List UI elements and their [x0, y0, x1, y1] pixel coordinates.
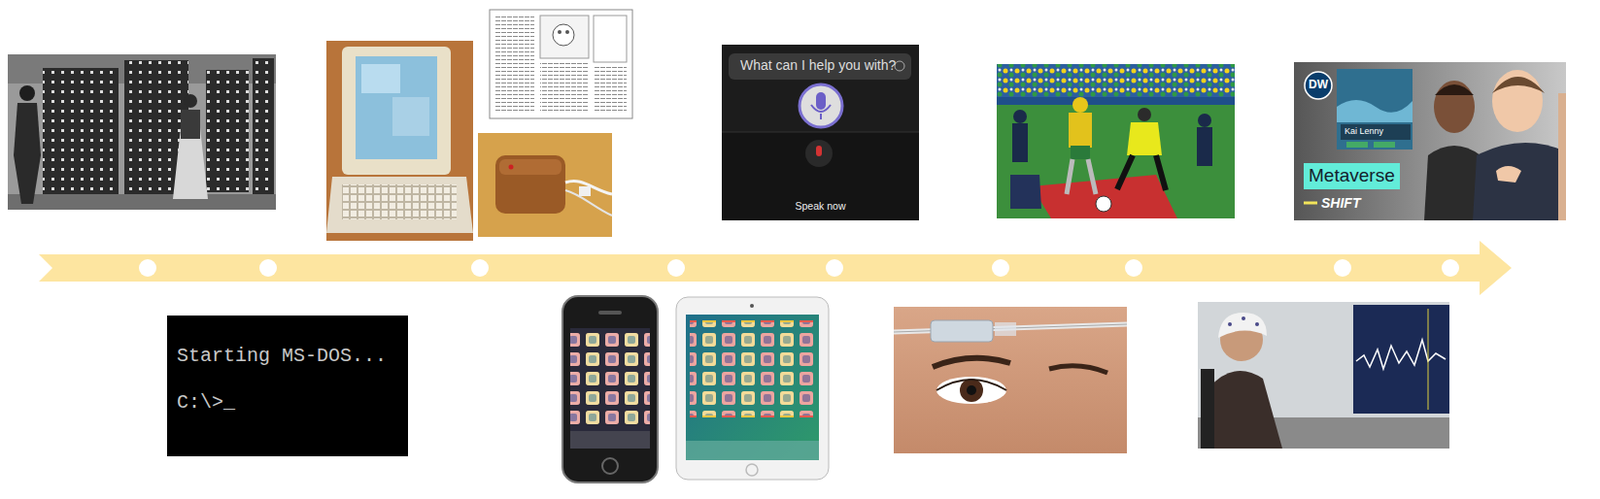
metaverse-video-frame: DW Kai LennyMetaverseSHIFT — [1293, 62, 1566, 221]
first-mouse-photo — [477, 133, 613, 238]
ms-dos-screen: Starting MS-DOS... C:\>_ — [167, 315, 409, 457]
exoskeleton-kickoff-photo — [996, 64, 1235, 219]
eniac-photo — [7, 54, 276, 210]
siri-screen — [721, 44, 920, 221]
broadcaster-logo: DW — [1304, 77, 1332, 92]
command-prompt: C:\>_ — [176, 391, 236, 415]
boot-message: Starting MS-DOS... — [176, 344, 387, 369]
siri-screen: What can I help you with? Speak now — [721, 44, 920, 221]
timeline-arrow — [38, 240, 1512, 296]
newspaper-clipping — [489, 9, 633, 119]
ms-dos-screen — [167, 315, 409, 457]
speak-hint: Speak now — [721, 200, 920, 213]
xerox-alto-photo — [326, 40, 474, 241]
assistant-prompt: What can I help you with? — [740, 57, 896, 74]
show-title: Metaverse — [1303, 163, 1400, 190]
metaverse-video-frame — [1293, 62, 1566, 221]
card-caption: Kai Lenny — [1344, 126, 1384, 137]
show-brand: SHIFT — [1321, 195, 1361, 212]
google-glass-photo — [893, 306, 1127, 454]
iphone-ipad-photo — [562, 296, 829, 483]
brain-computer-interface-photo — [1197, 302, 1450, 449]
